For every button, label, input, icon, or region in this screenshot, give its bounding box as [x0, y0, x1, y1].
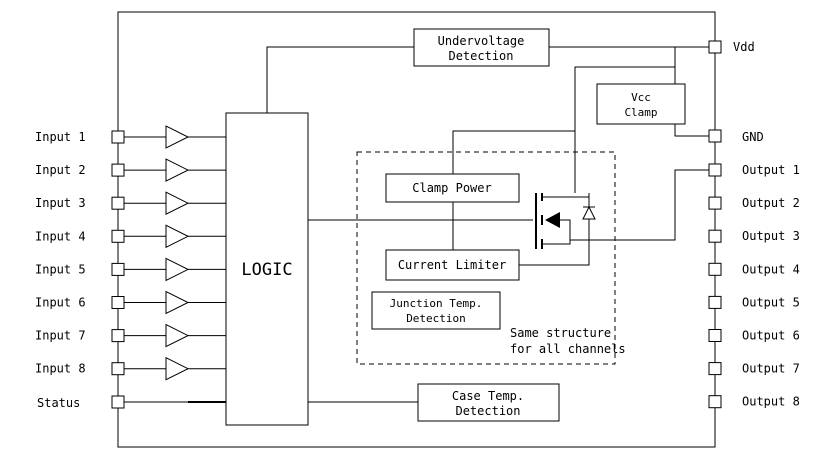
pin-output-1	[708, 163, 722, 177]
input-buffer-4	[165, 224, 190, 249]
input-label-8: Input 8	[35, 362, 86, 376]
logic-to-undervoltage-wire	[266, 46, 414, 113]
vdd-to-clamp-power-wire	[452, 130, 575, 174]
output-label-7: Output 7	[742, 362, 800, 376]
status-label: Status	[37, 396, 80, 410]
case-temp-label-1: Case Temp.	[452, 389, 524, 403]
input-buffer-6	[165, 290, 190, 315]
undervoltage-label-1: Undervoltage	[438, 34, 525, 48]
input-label-1: Input 1	[35, 130, 86, 144]
undervoltage-label-2: Detection	[448, 49, 513, 63]
output-label-1: Output 1	[742, 163, 800, 177]
outputs-group: Output 1 Output 2 Output 3 Output 4 Output 5…	[708, 163, 800, 409]
vcc-clamp-label-2: Clamp	[624, 106, 657, 119]
vcc-clamp-label-1: Vcc	[631, 91, 651, 104]
pin-input-2	[111, 163, 125, 177]
pin-input-3	[111, 196, 125, 210]
input-label-3: Input 3	[35, 196, 86, 210]
input-buffer-1	[165, 125, 190, 149]
chip-body	[117, 11, 716, 448]
output-label-2: Output 2	[742, 196, 800, 210]
logic-block	[225, 112, 309, 426]
input-buffer-7	[165, 323, 190, 348]
vdd-label: Vdd	[733, 40, 755, 54]
limiter-to-sense-wire	[519, 219, 590, 266]
input-label-5: Input 5	[35, 262, 86, 276]
input-buffer-3	[165, 191, 190, 216]
clamp-power-block	[385, 173, 520, 203]
pin-input-5	[111, 262, 125, 276]
pin-output-8	[708, 395, 722, 409]
input-label-7: Input 7	[35, 329, 86, 343]
pin-output-6	[708, 329, 722, 342]
junction-temp-label-2: Detection	[406, 312, 466, 325]
logic-label: LOGIC	[241, 260, 292, 280]
vcc-clamp-block	[596, 83, 686, 125]
case-temp-block	[417, 383, 560, 422]
pin-output-2	[708, 196, 722, 210]
pin-output-3	[708, 229, 722, 243]
source-to-output1-wire	[570, 169, 709, 241]
clamp-to-gnd-wire	[674, 124, 709, 137]
input-label-2: Input 2	[35, 163, 86, 177]
channel-structure-area	[356, 151, 616, 365]
junction-temp-block	[371, 291, 501, 330]
clamp-power-label: Clamp Power	[412, 181, 491, 195]
pin-vdd	[708, 40, 722, 54]
output-label-6: Output 6	[742, 329, 800, 343]
pin-input-4	[111, 229, 125, 243]
input-buffer-2	[165, 158, 190, 182]
input-buffer-5	[165, 257, 190, 282]
channel-note-1: Same structure	[510, 326, 611, 340]
power-mosfet	[308, 193, 596, 265]
pin-status	[111, 395, 125, 409]
output-label-5: Output 5	[742, 295, 800, 309]
pin-input-7	[111, 329, 125, 343]
inputs-group: Input 1 Input 2 Input 3 Input 4 Input 5 Input…	[35, 125, 226, 381]
current-limiter-label: Current Limiter	[398, 258, 506, 272]
input-label-4: Input 4	[35, 229, 86, 243]
output-label-8: Output 8	[742, 395, 800, 409]
case-temp-label-2: Detection	[455, 404, 520, 418]
pin-input-8	[111, 362, 125, 376]
input-buffer-8	[165, 356, 190, 381]
pin-output-4	[708, 262, 722, 276]
channel-note-2: for all channels	[510, 342, 626, 356]
pin-input-1	[111, 130, 125, 144]
junction-temp-label-1: Junction Temp.	[390, 297, 483, 310]
undervoltage-block	[413, 28, 550, 67]
vdd-distribution-wire	[574, 66, 675, 131]
pin-input-6	[111, 296, 125, 309]
input-label-6: Input 6	[35, 296, 86, 310]
output-label-4: Output 4	[742, 262, 800, 276]
gnd-label: GND	[742, 130, 764, 144]
pin-gnd	[708, 129, 722, 143]
output-label-3: Output 3	[742, 229, 800, 243]
pin-output-7	[708, 362, 722, 376]
pin-output-5	[708, 295, 722, 309]
